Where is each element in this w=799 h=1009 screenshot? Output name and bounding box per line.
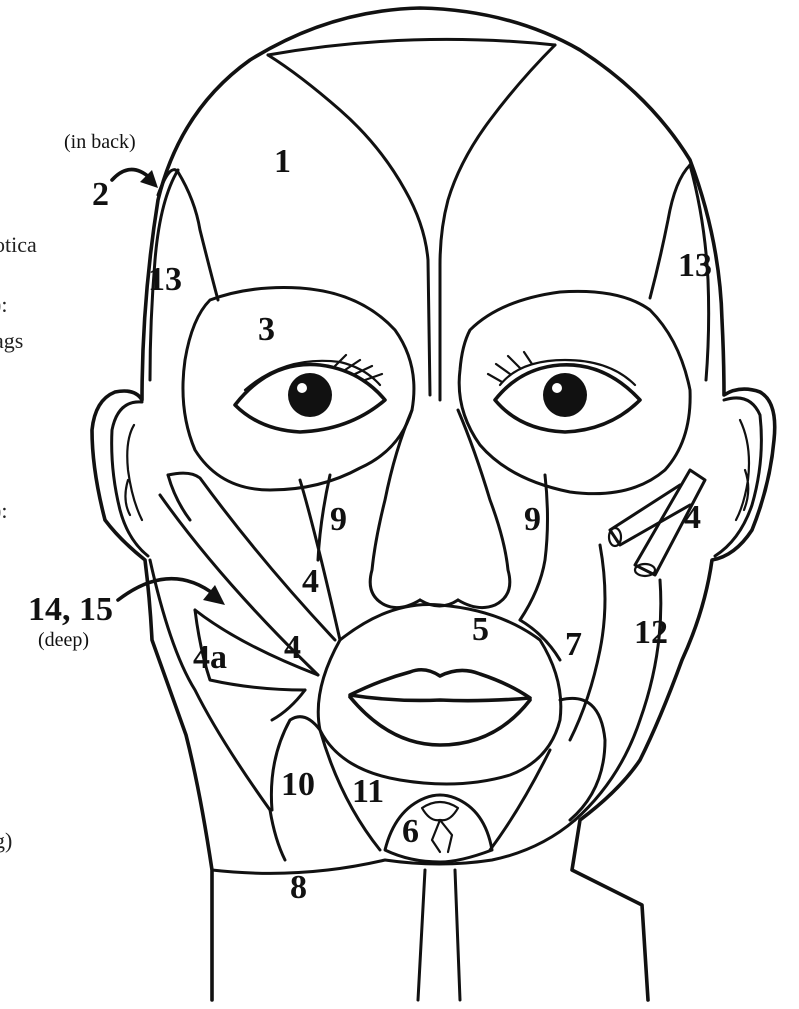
label-10: 10 bbox=[281, 766, 315, 803]
label-2: 2 bbox=[92, 176, 109, 213]
right-iris bbox=[543, 373, 587, 417]
nose-left bbox=[370, 410, 420, 608]
frontalis-left-edge bbox=[268, 55, 430, 395]
cheek-left-outer bbox=[150, 560, 285, 860]
levator-right bbox=[520, 475, 548, 620]
right-iris-highlight bbox=[552, 383, 562, 393]
label-4a: 4a bbox=[193, 639, 227, 676]
right-ear-inner bbox=[736, 420, 749, 520]
mentalis-center bbox=[422, 802, 458, 852]
zygomaticus-left-3 bbox=[168, 475, 190, 520]
right-ear bbox=[715, 398, 761, 556]
label-8: 8 bbox=[290, 869, 307, 906]
label-13-left: 13 bbox=[148, 261, 182, 298]
arrow-14-shaft bbox=[118, 579, 215, 600]
label-13-right: 13 bbox=[678, 247, 712, 284]
left-iris-highlight bbox=[297, 383, 307, 393]
lower-lip bbox=[350, 697, 530, 745]
label-4-upper: 4 bbox=[302, 563, 319, 600]
galea-top bbox=[268, 39, 555, 55]
nose-right bbox=[458, 410, 510, 608]
label-9-left: 9 bbox=[330, 501, 347, 538]
left-ear-inner bbox=[125, 425, 142, 520]
label-12: 12 bbox=[634, 614, 668, 651]
label-4-right: 4 bbox=[684, 499, 701, 536]
label-14-15: 14, 15 bbox=[28, 591, 113, 628]
label-11: 11 bbox=[352, 773, 384, 810]
label-4-lower: 4 bbox=[284, 629, 301, 666]
depressor-anguli-right bbox=[560, 698, 605, 820]
neck-center-left bbox=[418, 870, 425, 1000]
upper-lip bbox=[350, 670, 530, 701]
label-3: 3 bbox=[258, 311, 275, 348]
label-7: 7 bbox=[565, 626, 582, 663]
label-5: 5 bbox=[472, 611, 489, 648]
head-outline bbox=[92, 8, 775, 1000]
frontalis-right-edge bbox=[440, 45, 555, 400]
label-6: 6 bbox=[402, 813, 419, 850]
neck-center-right bbox=[455, 870, 460, 1000]
depressor-labii-right bbox=[490, 750, 550, 850]
left-iris bbox=[288, 373, 332, 417]
label-in-back: (in back) bbox=[64, 131, 136, 153]
label-9-right: 9 bbox=[524, 501, 541, 538]
neck-right-line bbox=[572, 870, 642, 905]
label-1: 1 bbox=[274, 143, 291, 180]
zygomaticus-left-1 bbox=[168, 473, 335, 640]
levator-left bbox=[300, 475, 340, 640]
label-deep: (deep) bbox=[38, 629, 89, 651]
